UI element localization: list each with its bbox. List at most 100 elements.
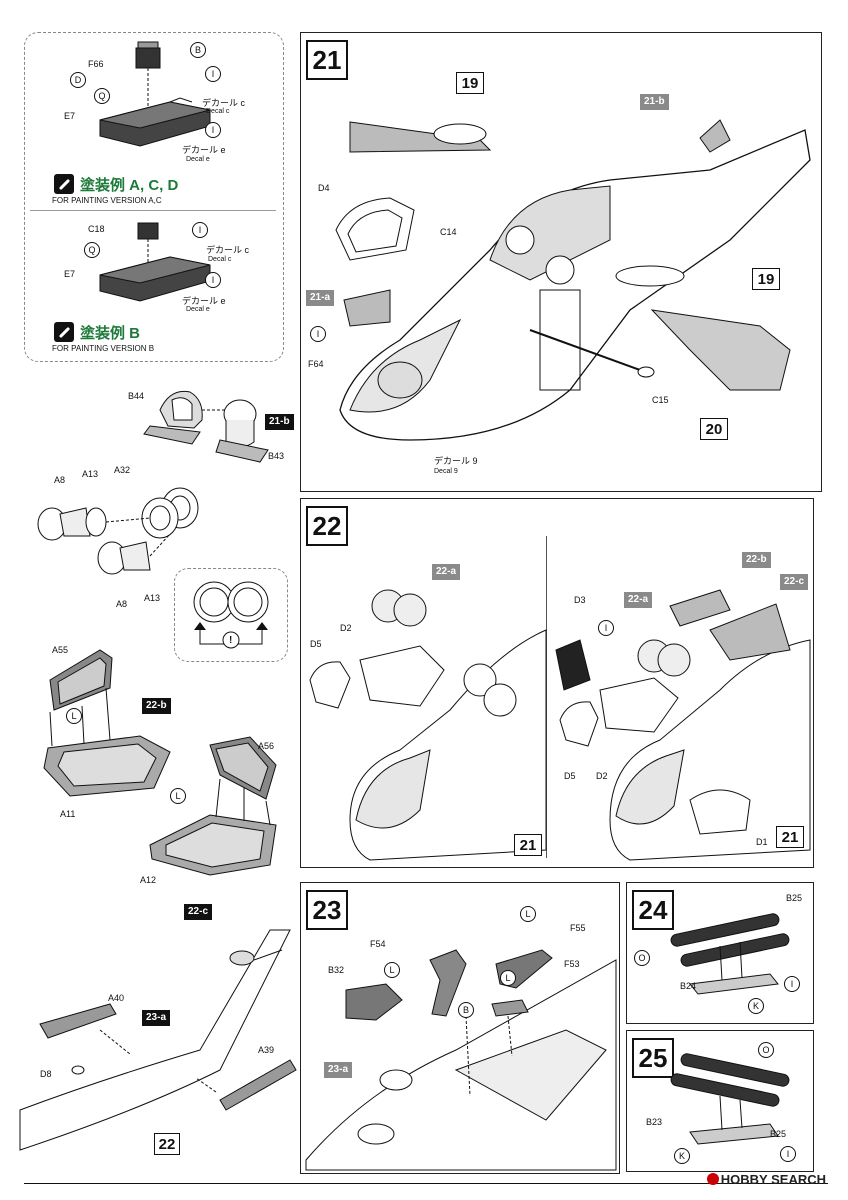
tag-22b: 22-b xyxy=(142,698,171,714)
step-25-number: 25 xyxy=(632,1038,674,1078)
decal-9-label: デカール 9 xyxy=(434,456,478,466)
part-label-b25-25: B25 xyxy=(770,1129,787,1139)
part-label-d3: D3 xyxy=(574,595,586,605)
marker-l-23b: L xyxy=(384,962,400,978)
ref-step-21-right: 21 xyxy=(776,826,804,848)
part-label-a56: A56 xyxy=(258,741,275,751)
step-22-right-illustration xyxy=(555,589,811,861)
paint-brush-icon-b xyxy=(54,322,74,342)
tag-22c: 22-c xyxy=(184,904,213,920)
part-label-d5-right: D5 xyxy=(564,771,576,781)
tag-22a-left: 22-a xyxy=(432,564,461,580)
marker-o-24: O xyxy=(634,950,650,966)
decal-e-label-lower-en: Decal e xyxy=(186,306,210,313)
footer-line xyxy=(24,1183,828,1184)
helicopter-cockpit-illustration xyxy=(335,119,811,441)
tag-21a-step: 21-a xyxy=(306,290,335,306)
ref-step-22: 22 xyxy=(154,1133,180,1155)
tag-21b: 21-b xyxy=(265,414,294,430)
painting-version-box xyxy=(24,32,284,362)
step-23-illustration xyxy=(305,949,617,1171)
lower-part-illustration xyxy=(99,222,211,302)
part-label-d1: D1 xyxy=(756,837,768,847)
tag-23a-step: 23-a xyxy=(324,1062,353,1078)
upper-part-illustration xyxy=(99,41,211,147)
watermark-text: HOBBY SEARCH xyxy=(720,1172,826,1187)
part-label-b44: B44 xyxy=(128,391,145,401)
marker-l-23a: L xyxy=(520,906,536,922)
part-label-d2-left: D2 xyxy=(340,623,352,633)
tag-22c-right: 22-c xyxy=(780,574,809,590)
part-label-a12: A12 xyxy=(140,875,157,885)
paint-brush-icon xyxy=(54,174,74,194)
part-label-e7-lower: E7 xyxy=(64,269,76,279)
part-label-a11: A11 xyxy=(60,809,76,819)
part-label-a13: A13 xyxy=(82,469,99,479)
marker-k-24: K xyxy=(748,998,764,1014)
part-label-f66: F66 xyxy=(88,59,104,69)
part-label-f55: F55 xyxy=(570,923,586,933)
marker-i-25: I xyxy=(780,1146,796,1162)
part-label-d5-left: D5 xyxy=(310,639,322,649)
part-label-a40: A40 xyxy=(108,993,125,1003)
painting-version-acd-title: 塗装例 A, C, D xyxy=(80,177,179,194)
part-label-f53: F53 xyxy=(564,959,580,969)
part-label-d2-right: D2 xyxy=(596,771,608,781)
tail-23a-illustration xyxy=(19,929,297,1151)
watermark: HOBBY SEARCH xyxy=(706,1172,826,1187)
decal-e-label-lower: デカール e xyxy=(182,296,226,306)
step-25-illustration xyxy=(670,1053,790,1145)
part-label-c14: C14 xyxy=(440,227,457,237)
tag-22b-right: 22-b xyxy=(742,552,771,568)
marker-i: I xyxy=(205,66,221,82)
part-label-a32: A32 xyxy=(114,465,131,475)
marker-b: B xyxy=(190,42,206,58)
marker-i-lower-2: I xyxy=(205,272,221,288)
marker-d: D xyxy=(70,72,86,88)
part-label-b24: B24 xyxy=(680,981,697,991)
part-label-b25: B25 xyxy=(786,893,803,903)
part-label-b43: B43 xyxy=(268,451,285,461)
marker-q-lower: Q xyxy=(84,242,100,258)
marker-l-22c: L xyxy=(170,788,186,804)
panel-22c-illustration xyxy=(149,736,277,876)
part-label-a13-2: A13 xyxy=(144,593,161,603)
tag-22a-right: 22-a xyxy=(624,592,653,608)
ref-step-19-top: 19 xyxy=(456,72,484,94)
decal-e-label: デカール e xyxy=(182,145,226,155)
part-label-b32: B32 xyxy=(328,965,345,975)
marker-o-25: O xyxy=(758,1042,774,1058)
part-label-a8-2: A8 xyxy=(116,599,128,609)
painting-version-b-title: 塗装例 B xyxy=(80,325,141,342)
marker-k-25: K xyxy=(674,1148,690,1164)
intake-21b-illustration xyxy=(143,390,269,463)
panel-22b-illustration xyxy=(43,649,171,797)
part-label-a55: A55 xyxy=(52,645,69,655)
ref-step-21-left: 21 xyxy=(514,834,542,856)
intake-assembly-illustration xyxy=(37,487,199,575)
painting-version-acd-subtitle: FOR PAINTING VERSION A,C xyxy=(52,196,162,205)
part-label-a8: A8 xyxy=(54,475,66,485)
part-label-b23: B23 xyxy=(646,1117,663,1127)
part-label-f54: F54 xyxy=(370,939,386,949)
part-label-d4: D4 xyxy=(318,183,330,193)
decal-c-label-lower: デカール c xyxy=(206,245,250,255)
marker-l-23c: L xyxy=(500,970,516,986)
step-22-left-illustration xyxy=(309,589,547,861)
ref-step-20: 20 xyxy=(700,418,728,440)
decal-c-label-en: Decal c xyxy=(206,108,230,115)
part-label-c15: C15 xyxy=(652,395,669,405)
marker-i-2: I xyxy=(205,122,221,138)
tag-21b-step: 21-b xyxy=(640,94,669,110)
step-24-number: 24 xyxy=(632,890,674,930)
step-23-number: 23 xyxy=(306,890,348,930)
marker-l-22b: L xyxy=(66,708,82,724)
decal-9-label-en: Decal 9 xyxy=(434,468,458,475)
marker-i-24: I xyxy=(784,976,800,992)
version-divider xyxy=(30,210,276,211)
watermark-logo-icon xyxy=(706,1173,719,1185)
marker-i-21: I xyxy=(310,326,326,342)
part-label-e7: E7 xyxy=(64,111,76,121)
decal-e-label-en: Decal e xyxy=(186,156,210,163)
intake-orientation-diagram xyxy=(193,581,269,649)
